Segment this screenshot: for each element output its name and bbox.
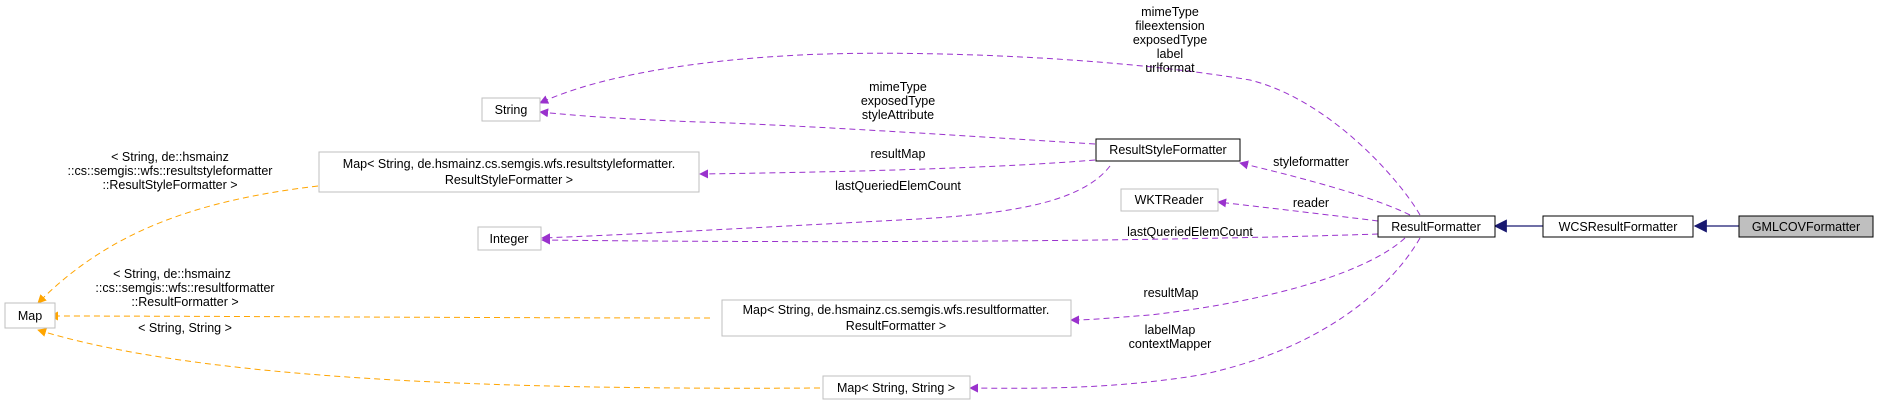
- edge-map-style-to-map: [37, 185, 319, 304]
- node-result-style-formatter[interactable]: ResultStyleFormatter: [1095, 138, 1241, 162]
- label-map-string-to-map: < String, String >: [138, 321, 232, 335]
- edge-label-line: ::ResultFormatter >: [131, 295, 238, 309]
- node-label: GMLCOVFormatter: [1752, 220, 1860, 234]
- node-map-result-formatter[interactable]: Map< String, de.hsmainz.cs.semgis.wfs.re…: [721, 299, 1072, 337]
- edge-resultformatter-to-integer: [541, 233, 1379, 245]
- edge-label-line: styleAttribute: [862, 108, 934, 122]
- edge-resultformatter-to-wktreader: [1217, 198, 1379, 222]
- edge-label-line: < String, de::hsmainz: [113, 267, 231, 281]
- node-label: Map< String, String >: [837, 381, 955, 395]
- node-map-string-string[interactable]: Map< String, String >: [822, 375, 971, 400]
- edge-resultstyleformatter-to-integer: [541, 165, 1111, 243]
- edge-resultstyleformatter-to-map-style: [699, 159, 1096, 179]
- node-label: WKTReader: [1135, 193, 1204, 207]
- edge-label-line: exposedType: [861, 94, 935, 108]
- label-resultformatter-to-integer: lastQueriedElemCount: [1127, 225, 1253, 239]
- edge-map-string-to-map: [37, 328, 821, 389]
- label-resultformatter-to-map-string: labelMap contextMapper: [1129, 323, 1212, 351]
- node-map[interactable]: Map: [4, 302, 56, 329]
- node-label: WCSResultFormatter: [1559, 220, 1678, 234]
- label-resultstyleformatter-to-map-style: resultMap: [871, 147, 926, 161]
- label-resultformatter-to-string: mimeType fileextension exposedType label…: [1133, 5, 1207, 75]
- label-resultformatter-to-wktreader: reader: [1293, 196, 1329, 210]
- node-result-formatter[interactable]: ResultFormatter: [1377, 215, 1496, 238]
- edge-label-line: ::ResultStyleFormatter >: [102, 178, 237, 192]
- label-resultstyleformatter-to-integer: lastQueriedElemCount: [835, 179, 961, 193]
- node-label: Map: [18, 309, 42, 323]
- edge-label-line: contextMapper: [1129, 337, 1212, 351]
- label-resultstyleformatter-to-string: mimeType exposedType styleAttribute: [861, 80, 935, 122]
- node-wkt-reader[interactable]: WKTReader: [1120, 188, 1219, 212]
- edge-map-result-to-map: [49, 311, 711, 321]
- edge-label-line: exposedType: [1133, 33, 1207, 47]
- edge-label-line: mimeType: [869, 80, 927, 94]
- edge-label-line: urlformat: [1145, 61, 1195, 75]
- edge-label-line: labelMap: [1145, 323, 1196, 337]
- edge-resultformatter-to-map-result: [1070, 237, 1406, 325]
- edge-label-line: fileextension: [1135, 19, 1205, 33]
- node-label: Integer: [490, 232, 529, 246]
- node-label-line-1: Map< String, de.hsmainz.cs.semgis.wfs.re…: [743, 303, 1050, 317]
- node-label: ResultStyleFormatter: [1109, 143, 1226, 157]
- edge-label-line: label: [1157, 47, 1183, 61]
- node-label-line-1: Map< String, de.hsmainz.cs.semgis.wfs.re…: [343, 157, 675, 171]
- node-label: ResultFormatter: [1391, 220, 1481, 234]
- node-label: String: [495, 103, 528, 117]
- node-label-line-2: ResultStyleFormatter >: [445, 173, 573, 187]
- node-wcs-result-formatter[interactable]: WCSResultFormatter: [1542, 215, 1694, 238]
- node-gmlcov-formatter[interactable]: GMLCOVFormatter: [1738, 215, 1874, 238]
- edge-resultstyleformatter-to-string: [539, 108, 1096, 145]
- edge-label-line: ::cs::semgis::wfs::resultstyleformatter: [68, 164, 273, 178]
- node-integer[interactable]: Integer: [477, 226, 542, 251]
- label-map-style-to-map: < String, de::hsmainz ::cs::semgis::wfs:…: [68, 150, 273, 192]
- node-string[interactable]: String: [481, 97, 541, 122]
- edge-label-line: ::cs::semgis::wfs::resultformatter: [95, 281, 274, 295]
- node-label-line-2: ResultFormatter >: [846, 319, 946, 333]
- label-resultformatter-to-map-result: resultMap: [1144, 286, 1199, 300]
- edge-resultformatter-to-string: [539, 52, 1421, 216]
- label-map-result-to-map: < String, de::hsmainz ::cs::semgis::wfs:…: [95, 267, 274, 309]
- node-map-style-formatter[interactable]: Map< String, de.hsmainz.cs.semgis.wfs.re…: [318, 151, 700, 193]
- edge-label-line: mimeType: [1141, 5, 1199, 19]
- label-resultformatter-to-resultstyleformatter: styleformatter: [1273, 155, 1349, 169]
- edge-label-line: < String, de::hsmainz: [111, 150, 229, 164]
- edge-resultformatter-to-map-string: [969, 237, 1421, 393]
